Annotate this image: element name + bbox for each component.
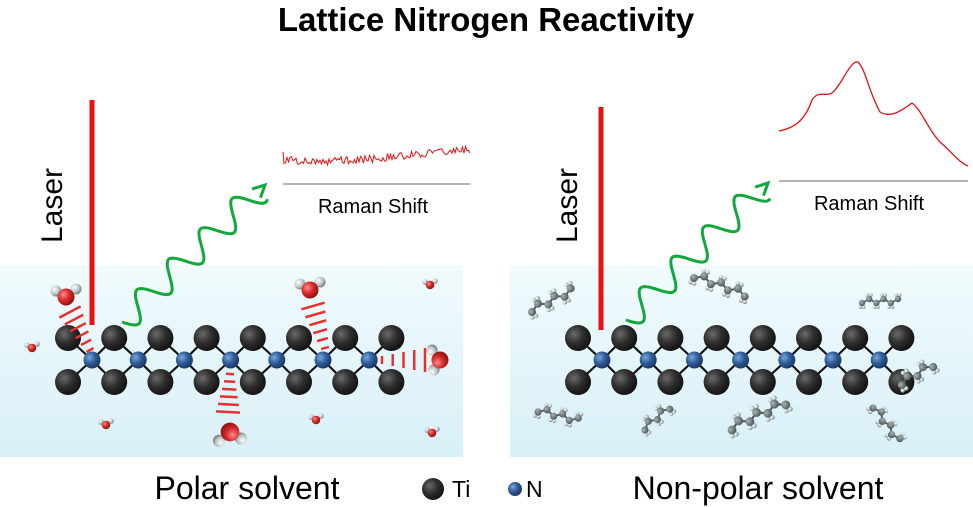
n-atom <box>594 352 611 369</box>
ti-legend-label: Ti <box>452 476 470 502</box>
polar-solvent-label: Polar solvent <box>155 470 340 506</box>
ti-atom <box>101 369 127 395</box>
carbon-atom <box>873 300 879 306</box>
hydrogen-bond-dash <box>222 389 236 390</box>
laser-label-left: Laser <box>36 168 69 243</box>
carbon-atom <box>895 296 901 302</box>
oxygen-atom <box>102 421 111 430</box>
figure-title: Lattice Nitrogen Reactivity <box>278 1 695 38</box>
oxygen-atom <box>221 423 240 442</box>
n-atom <box>825 352 842 369</box>
ti-atom <box>194 325 220 351</box>
ti-atom <box>565 369 591 395</box>
carbon-atom <box>888 300 894 306</box>
ti-atom <box>565 325 591 351</box>
ti-atom <box>147 325 173 351</box>
ti-atom <box>611 325 637 351</box>
n-atom <box>268 352 285 369</box>
n-atom <box>84 352 101 369</box>
hydrogen-bond-dash <box>224 381 235 382</box>
ti-atom <box>750 325 776 351</box>
n-atom <box>222 352 239 369</box>
ti-atom <box>147 369 173 395</box>
legend: Ti N <box>422 476 543 502</box>
ti-atom <box>55 369 81 395</box>
ti-atom <box>704 369 730 395</box>
ti-atom <box>378 369 404 395</box>
nonpolar-solvent-label: Non-polar solvent <box>633 470 884 506</box>
raman-spectrum-peaks <box>779 62 968 166</box>
oxygen-atom <box>312 416 321 425</box>
n-atom <box>640 352 657 369</box>
hydrogen-bond-dash <box>218 404 239 405</box>
ti-atom <box>332 369 358 395</box>
n-atom <box>871 352 888 369</box>
carbon-atom <box>859 300 865 306</box>
n-legend-label: N <box>526 476 543 502</box>
hydrogen-bond-dash <box>220 396 238 397</box>
ti-atom <box>796 325 822 351</box>
n-legend-icon <box>508 482 522 496</box>
oxygen-atom <box>426 281 435 290</box>
oxygen-atom <box>302 282 319 299</box>
ti-atom <box>657 369 683 395</box>
ti-atom <box>286 325 312 351</box>
raman-spectrum-flat <box>283 147 470 165</box>
ti-atom <box>704 325 730 351</box>
ti-atom <box>842 369 868 395</box>
ti-atom <box>657 325 683 351</box>
laser-label-right: Laser <box>551 168 584 243</box>
carbon-atom <box>880 296 886 302</box>
oxygen-atom <box>28 344 37 353</box>
n-atom <box>130 352 147 369</box>
ti-atom <box>378 325 404 351</box>
ti-atom <box>332 325 358 351</box>
n-atom <box>732 352 749 369</box>
ti-atom <box>240 325 266 351</box>
n-atom <box>778 352 795 369</box>
carbon-atom <box>866 296 872 302</box>
hydrogen-bond-dash <box>216 411 240 412</box>
ti-atom <box>101 325 127 351</box>
n-atom <box>686 352 703 369</box>
ti-atom <box>240 369 266 395</box>
oxygen-atom <box>428 429 437 438</box>
scattered-photon-left-arrowhead <box>252 185 265 198</box>
ti-atom <box>750 369 776 395</box>
axis-label-right: Raman Shift <box>814 193 924 215</box>
oxygen-atom <box>432 352 449 369</box>
oxygen-atom <box>58 289 75 306</box>
ti-atom <box>611 369 637 395</box>
ti-atom <box>796 369 822 395</box>
ti-atom <box>286 369 312 395</box>
ti-atom <box>842 325 868 351</box>
ti-atom <box>194 369 220 395</box>
ti-atom <box>888 325 914 351</box>
n-atom <box>315 352 332 369</box>
scattered-photon-right-arrowhead <box>755 183 768 196</box>
axis-label-left: Raman Shift <box>318 196 428 218</box>
n-atom <box>361 352 378 369</box>
ti-legend-icon <box>422 478 444 500</box>
n-atom <box>176 352 193 369</box>
